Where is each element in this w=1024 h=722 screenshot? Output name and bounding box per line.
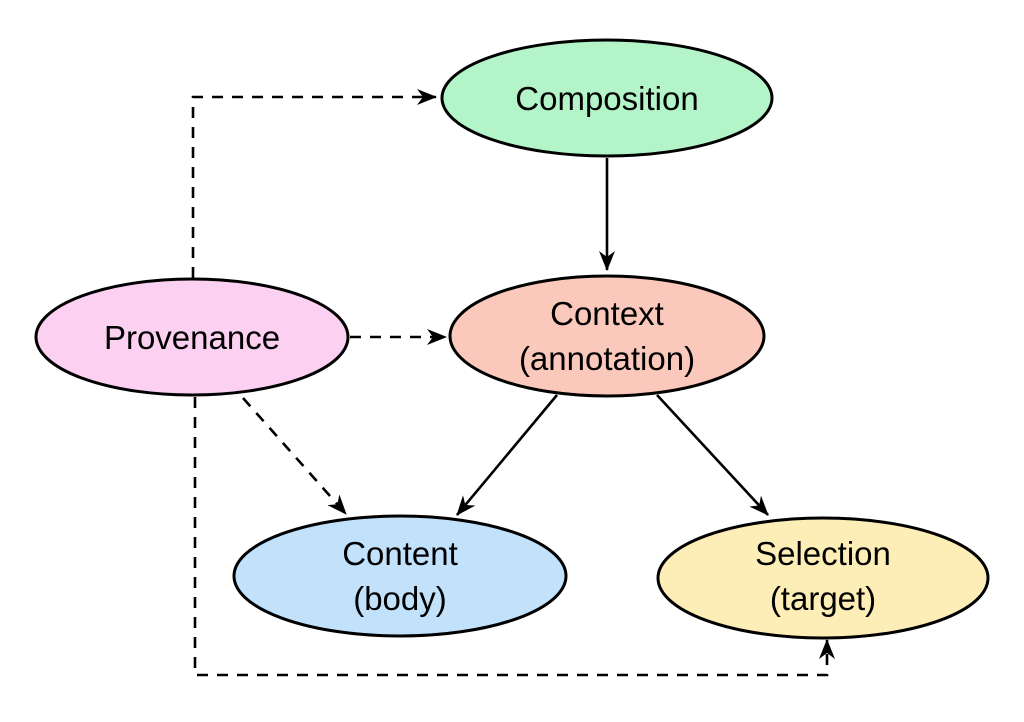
node-context: Context (annotation) bbox=[448, 274, 766, 398]
composition-label: Composition bbox=[515, 80, 698, 117]
edge-provenance-to-composition bbox=[191, 89, 437, 278]
selection-label-line-2: (target) bbox=[770, 580, 876, 617]
node-content: Content (body) bbox=[232, 514, 568, 638]
content-ellipse bbox=[232, 514, 568, 638]
node-provenance: Provenance bbox=[34, 277, 350, 397]
node-composition: Composition bbox=[440, 38, 774, 158]
node-selection: Selection (target) bbox=[656, 516, 990, 640]
context-ellipse bbox=[448, 274, 766, 398]
provenance-label: Provenance bbox=[104, 319, 280, 356]
context-label-line-1: Context bbox=[550, 295, 664, 332]
edges bbox=[191, 89, 835, 677]
edge-provenance-to-selection bbox=[193, 397, 835, 677]
edge-context-to-content bbox=[456, 394, 558, 516]
content-label-line-2: (body) bbox=[353, 580, 447, 617]
edge-provenance-to-content bbox=[242, 397, 347, 515]
content-label-line-1: Content bbox=[342, 535, 458, 572]
selection-ellipse bbox=[656, 516, 990, 640]
composition-ellipse bbox=[440, 38, 774, 158]
edge-context-to-selection bbox=[656, 394, 769, 516]
context-label-line-2: (annotation) bbox=[519, 340, 695, 377]
provenance-ellipse bbox=[34, 277, 350, 397]
selection-label-line-1: Selection bbox=[755, 535, 891, 572]
